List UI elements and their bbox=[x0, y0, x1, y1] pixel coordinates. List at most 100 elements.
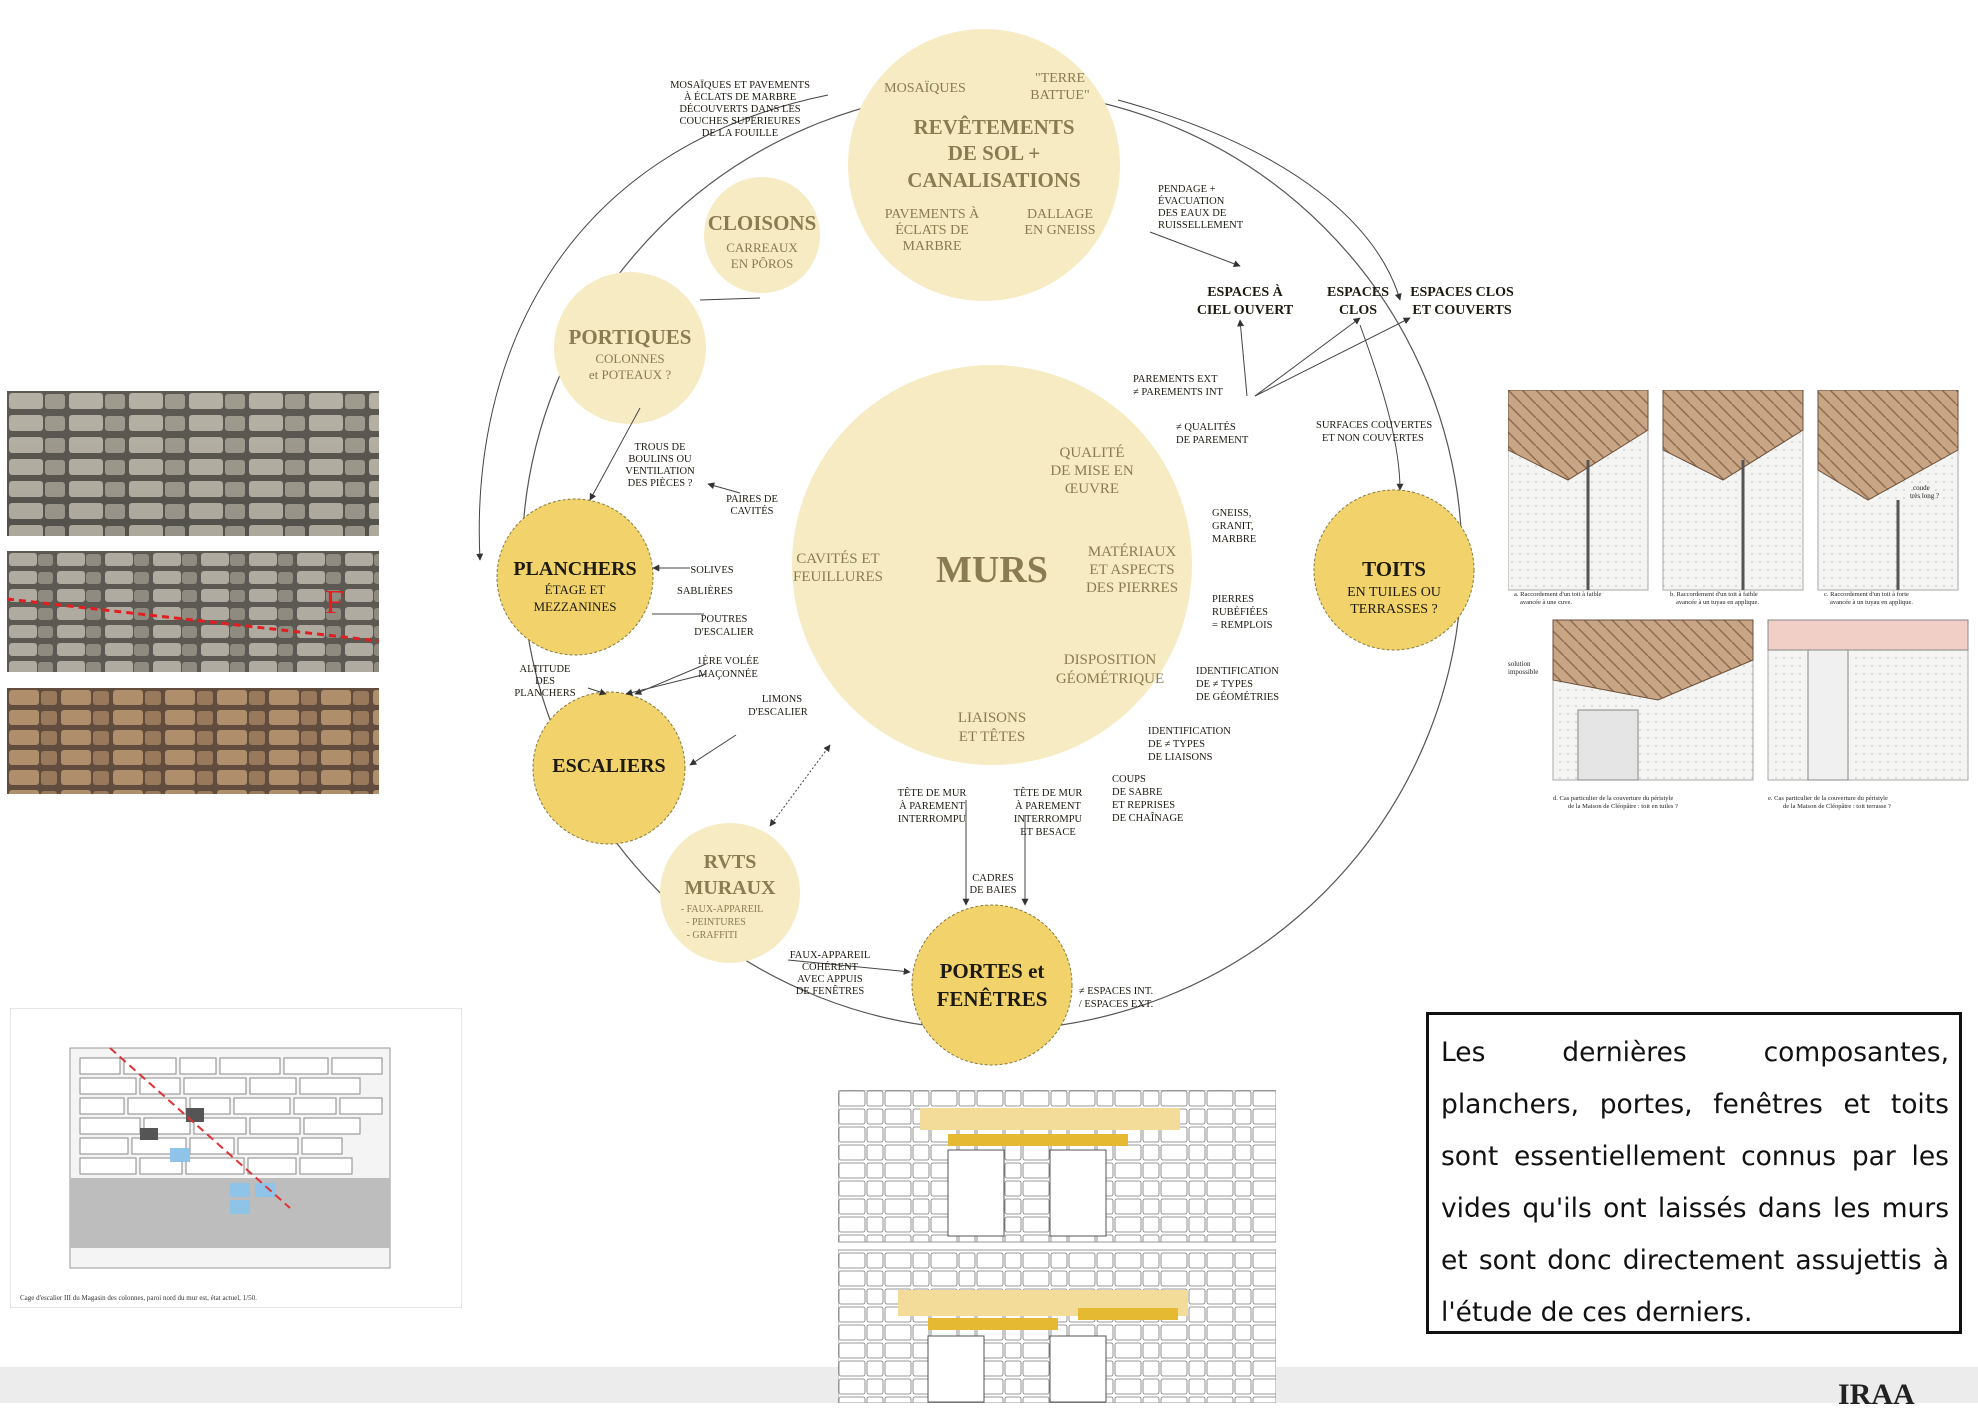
roof-note-coude-1: coude bbox=[1913, 484, 1930, 492]
ann-paires-2: CAVITÉS bbox=[731, 505, 774, 517]
ann-solives: SOLIVES bbox=[690, 565, 733, 576]
caption-box: Les dernières composantes, planchers, po… bbox=[1426, 1012, 1962, 1334]
rvts-sub-3: - GRAFFITI bbox=[687, 930, 738, 941]
ann-qualites-2: DE PAREMENT bbox=[1176, 435, 1249, 446]
espaces-clos-1: ESPACES bbox=[1327, 285, 1389, 300]
ann-pendage-1: PENDAGE + bbox=[1158, 184, 1216, 195]
portes-title-1: PORTES et bbox=[940, 959, 1045, 983]
ann-poutres-1: POUTRES bbox=[701, 614, 748, 625]
murs-qualite-2: DE MISE EN bbox=[1050, 463, 1133, 479]
ann-identification-3: DE GÉOMÉTRIES bbox=[1196, 691, 1279, 703]
node-portiques bbox=[554, 272, 706, 424]
ann-identification2-2: DE ≠ TYPES bbox=[1148, 739, 1205, 750]
murs-disposition-1: DISPOSITION bbox=[1064, 652, 1157, 668]
revetements-pavements-3: MARBRE bbox=[902, 239, 961, 254]
murs-materiaux-2: ET ASPECTS bbox=[1089, 562, 1174, 578]
ann-cadres-2: DE BAIES bbox=[970, 885, 1017, 896]
ann-volee-2: MAÇONNÉE bbox=[698, 668, 758, 680]
rvts-title-2: MURAUX bbox=[684, 877, 776, 899]
stair-section-drawing: Cage d'escalier III du Magasin des colon… bbox=[10, 1008, 462, 1308]
section-caption: Cage d'escalier III du Magasin des colon… bbox=[20, 1294, 257, 1302]
ann-altitude-2: DES bbox=[535, 676, 555, 687]
roof-drawing-c: coude très long ? bbox=[1817, 390, 1959, 591]
ann-espaces-int-2: / ESPACES EXT. bbox=[1079, 999, 1153, 1010]
ann-tete1-2: À PAREMENT bbox=[899, 800, 965, 812]
ann-surfaces-1: SURFACES COUVERTES bbox=[1316, 420, 1432, 431]
toits-sub-2: TERRASSES ? bbox=[1350, 602, 1438, 617]
ann-mosaiques-1: MOSAÏQUES ET PAVEMENTS bbox=[670, 79, 810, 91]
ann-trous-2: BOULINS OU bbox=[628, 454, 692, 465]
rvts-sub-2: - PEINTURES bbox=[686, 917, 746, 928]
espaces-couverts-2: ET COUVERTS bbox=[1412, 303, 1511, 318]
revetements-title-3: CANALISATIONS bbox=[907, 168, 1081, 192]
roof-caption-c-2: avancée à un tuyau en applique. bbox=[1830, 599, 1913, 606]
roof-drawing-a bbox=[1508, 390, 1649, 591]
espaces-ciel-2: CIEL OUVERT bbox=[1197, 303, 1294, 318]
roof-caption-d-1: d. Cas particulier de la couverture du p… bbox=[1553, 795, 1673, 802]
node-cloisons bbox=[704, 177, 820, 293]
ann-gneiss-3: MARBRE bbox=[1212, 534, 1256, 545]
caption-text: Les dernières composantes, planchers, po… bbox=[1441, 1037, 1949, 1328]
ann-trous-1: TROUS DE bbox=[634, 442, 685, 453]
roof-note-solution-1: solution bbox=[1508, 660, 1531, 668]
ann-tete1-3: INTERROMPU bbox=[898, 814, 967, 825]
ann-identification2-1: IDENTIFICATION bbox=[1148, 726, 1231, 737]
roof-illustrations: coude très long ? a. Raccordement d'un t… bbox=[1508, 390, 1969, 810]
planchers-sub-2: MEZZANINES bbox=[533, 599, 616, 614]
cloisons-title: CLOISONS bbox=[708, 211, 817, 235]
murs-title: MURS bbox=[936, 549, 1048, 591]
ann-faux-3: AVEC APPUIS bbox=[797, 974, 863, 985]
roof-caption-e-2: de la Maison de Cléopâtre : toit terrass… bbox=[1783, 803, 1891, 810]
ann-gneiss-2: GRANIT, bbox=[1212, 521, 1254, 532]
portes-title-2: FENÊTRES bbox=[937, 987, 1048, 1011]
roof-caption-c-1: c. Raccordement d'un toit à forte bbox=[1824, 591, 1909, 598]
ann-coups-3: ET REPRISES bbox=[1112, 800, 1175, 811]
ann-pendage-2: ÉVACUATION bbox=[1158, 195, 1225, 207]
ann-tete2-1: TÊTE DE MUR bbox=[1014, 787, 1083, 799]
murs-liaisons-2: ET TÊTES bbox=[959, 728, 1026, 745]
ann-volee-1: 1ÈRE VOLÉE bbox=[697, 655, 759, 667]
portiques-title: PORTIQUES bbox=[569, 325, 692, 349]
node-planchers bbox=[496, 498, 654, 656]
murs-qualite-3: ŒUVRE bbox=[1065, 481, 1119, 497]
roof-caption-b-2: avancée à un tuyau en applique. bbox=[1676, 599, 1759, 606]
ann-sablieres: SABLIÈRES bbox=[677, 585, 733, 597]
roof-note-solution-2: impossible bbox=[1508, 668, 1538, 676]
ann-pierres-3: = REMPLOIS bbox=[1212, 620, 1273, 631]
escaliers-title: ESCALIERS bbox=[552, 755, 665, 777]
roof-caption-b-1: b. Raccordement d'un toit à faible bbox=[1670, 591, 1758, 598]
murs-cavites-2: FEUILLURES bbox=[793, 569, 883, 585]
espaces-couverts-1: ESPACES CLOS bbox=[1410, 285, 1514, 300]
ann-identification-2: DE ≠ TYPES bbox=[1196, 679, 1253, 690]
node-toits bbox=[1313, 489, 1475, 651]
ann-tete2-2: À PAREMENT bbox=[1015, 800, 1081, 812]
ann-faux-4: DE FENÊTRES bbox=[796, 985, 865, 997]
ann-pendage-3: DES EAUX DE bbox=[1158, 208, 1226, 219]
revetements-dallage-1: DALLAGE bbox=[1027, 207, 1093, 222]
ann-surfaces-2: ET NON COUVERTES bbox=[1322, 433, 1424, 444]
planchers-sub-1: ÉTAGE ET bbox=[545, 582, 606, 597]
roof-caption-a-2: avancée à une cuve. bbox=[1520, 599, 1572, 606]
node-rvts bbox=[660, 823, 800, 963]
ann-qualites-1: ≠ QUALITÉS bbox=[1176, 421, 1236, 433]
ann-coups-2: DE SABRE bbox=[1112, 787, 1162, 798]
revetements-pavements-1: PAVEMENTS À bbox=[885, 205, 980, 222]
portiques-sub-2: et POTEAUX ? bbox=[589, 367, 672, 382]
revetements-pavements-2: ÉCLATS DE bbox=[895, 221, 969, 238]
ann-gneiss-1: GNEISS, bbox=[1212, 508, 1251, 519]
ann-identification2-3: DE LIAISONS bbox=[1148, 752, 1213, 763]
planchers-title: PLANCHERS bbox=[513, 558, 636, 580]
ann-parements-2: ≠ PAREMENTS INT bbox=[1133, 387, 1224, 398]
revetements-terre-1: "TERRE bbox=[1035, 71, 1085, 86]
stone-wall-photo-3 bbox=[7, 688, 379, 794]
ann-parements-1: PAREMENTS EXT bbox=[1133, 374, 1218, 385]
stone-wall-photo-1 bbox=[7, 391, 379, 536]
ann-altitude-1: ALTITUDE bbox=[520, 664, 571, 675]
ann-faux-2: COHÉRENT bbox=[802, 961, 859, 973]
ann-tete2-3: INTERROMPU bbox=[1014, 814, 1083, 825]
murs-liaisons-1: LIAISONS bbox=[958, 710, 1026, 726]
rvts-title-1: RVTS bbox=[704, 851, 757, 873]
murs-materiaux-3: DES PIERRES bbox=[1086, 580, 1178, 596]
iraa-logo: IRAA bbox=[1838, 1378, 1915, 1411]
murs-materiaux-1: MATÉRIAUX bbox=[1088, 543, 1176, 560]
